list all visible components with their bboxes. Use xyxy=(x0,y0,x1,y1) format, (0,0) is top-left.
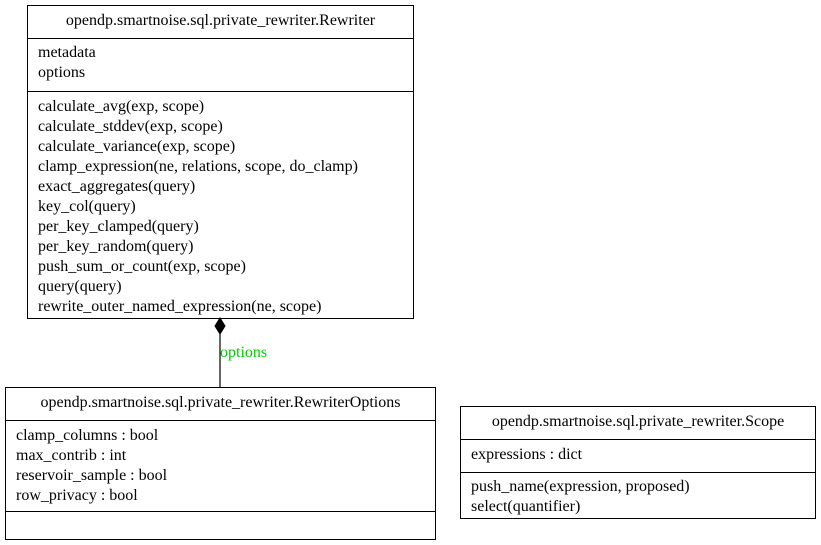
class-rewriter-name: opendp.smartnoise.sql.private_rewriter.R… xyxy=(28,6,413,39)
method: calculate_variance(exp, scope) xyxy=(38,138,236,155)
method: per_key_clamped(query) xyxy=(38,218,199,235)
method: key_col(query) xyxy=(38,198,136,215)
attribute: options xyxy=(38,64,86,81)
method: select(quantifier) xyxy=(471,498,581,515)
method: push_name(expression, proposed) xyxy=(471,478,690,495)
class-scope-methods: push_name(expression, proposed) select(q… xyxy=(461,472,815,517)
class-rewriter-options: opendp.smartnoise.sql.private_rewriter.R… xyxy=(5,387,436,540)
attribute: metadata xyxy=(38,44,96,61)
attribute: expressions : dict xyxy=(471,446,583,463)
method: exact_aggregates(query) xyxy=(38,178,196,195)
class-rewriter-methods: calculate_avg(exp, scope) calculate_stdd… xyxy=(28,91,413,317)
method: rewrite_outer_named_expression(ne, scope… xyxy=(38,298,322,315)
method: query(query) xyxy=(38,278,122,295)
class-scope-name: opendp.smartnoise.sql.private_rewriter.S… xyxy=(461,407,815,440)
attribute: max_contrib : int xyxy=(16,447,127,464)
class-rewriter-options-name: opendp.smartnoise.sql.private_rewriter.R… xyxy=(6,388,435,421)
method: per_key_random(query) xyxy=(38,238,194,255)
class-scope-attributes: expressions : dict xyxy=(461,440,815,472)
edge-label-options: options xyxy=(220,344,268,361)
class-scope: opendp.smartnoise.sql.private_rewriter.S… xyxy=(460,406,816,519)
class-rewriter: opendp.smartnoise.sql.private_rewriter.R… xyxy=(27,5,414,319)
class-rewriter-options-attributes: clamp_columns : bool max_contrib : int r… xyxy=(6,421,435,511)
method: push_sum_or_count(exp, scope) xyxy=(38,258,246,275)
class-rewriter-attributes: metadata options xyxy=(28,39,413,91)
composition-diamond xyxy=(214,317,226,335)
attribute: clamp_columns : bool xyxy=(16,427,159,444)
attribute: row_privacy : bool xyxy=(16,487,138,504)
method: calculate_stddev(exp, scope) xyxy=(38,118,223,135)
method: clamp_expression(ne, relations, scope, d… xyxy=(38,158,358,175)
method: calculate_avg(exp, scope) xyxy=(38,98,205,115)
class-rewriter-options-methods xyxy=(6,511,435,540)
attribute: reservoir_sample : bool xyxy=(16,467,168,484)
